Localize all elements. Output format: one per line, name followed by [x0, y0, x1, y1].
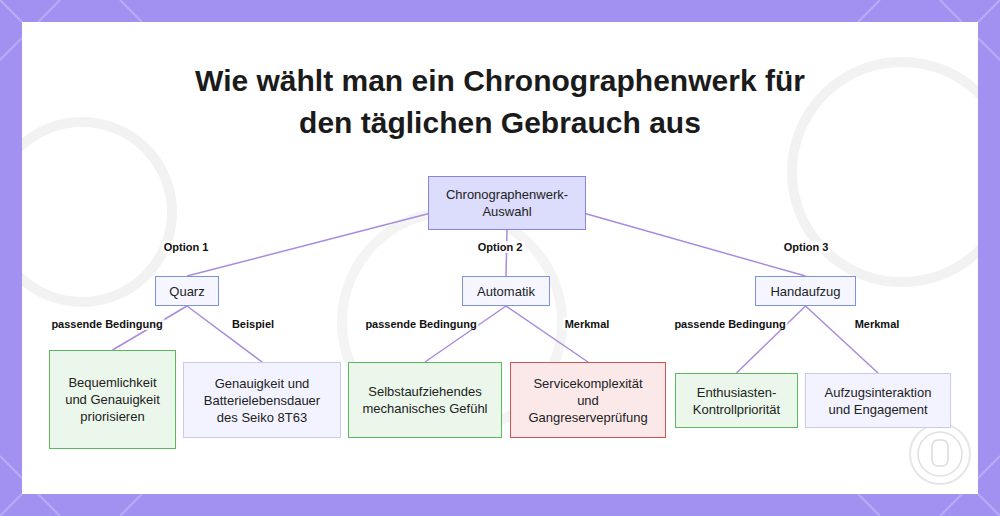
connector-line	[806, 306, 879, 373]
connector-line	[187, 214, 428, 276]
option-box: Quarz	[155, 276, 219, 306]
node-text: Quarz	[169, 283, 204, 300]
text-stack: Genauigkeit und Batterielebensdauer des …	[192, 375, 332, 426]
detail-box: Aufzugsinteraktion und Engagement	[805, 373, 951, 428]
connector-line	[506, 230, 507, 276]
connector-line	[737, 306, 806, 373]
edge-label: Option 1	[162, 241, 211, 253]
option-box: Handaufzug	[755, 276, 856, 306]
text-stack: Aufzugsinteraktion und Engagement	[816, 384, 940, 418]
text-stack: Automatik	[477, 283, 535, 300]
detail-box: Selbstaufziehendes mechanisches Gefühl	[348, 362, 502, 438]
edge-label: Beispiel	[230, 318, 276, 330]
node-text: Automatik	[477, 283, 535, 300]
detail-box: Bequemlichkeit und Genauigkeit priorisie…	[49, 350, 176, 449]
edge-label: Option 3	[782, 241, 831, 253]
text-stack: Quarz	[169, 283, 204, 300]
connector-line	[586, 214, 806, 276]
connector-line	[187, 306, 262, 362]
detail-box: Enthusiasten-Kontrollpriorität	[675, 373, 798, 428]
connector-line	[425, 306, 506, 362]
option-box: Automatik	[462, 276, 550, 306]
node-text: Aufzugsinteraktion und Engagement	[816, 384, 940, 418]
edge-label: Merkmal	[563, 318, 612, 330]
detail-box: Genauigkeit und Batterielebensdauer des …	[183, 362, 341, 438]
connector-line	[506, 306, 588, 362]
edge-label: passende Bedingung	[49, 318, 164, 330]
diagram-title: Wie wählt man ein Chronographenwerk für …	[180, 60, 820, 144]
text-stack: Handaufzug	[770, 283, 840, 300]
text-stack: Chronographenwerk-Auswahl	[435, 186, 579, 220]
node-text: Bequemlichkeit und Genauigkeit priorisie…	[62, 374, 163, 425]
text-stack: Servicekomplexität und Gangreserveprüfun…	[521, 375, 655, 426]
edge-label: Option 2	[476, 241, 525, 253]
detail-box: Servicekomplexität und Gangreserveprüfun…	[510, 362, 666, 438]
edge-label: passende Bedingung	[672, 318, 787, 330]
root-box: Chronographenwerk-Auswahl	[428, 176, 586, 230]
node-text: Handaufzug	[770, 283, 840, 300]
edge-label: Merkmal	[853, 318, 902, 330]
text-stack: Selbstaufziehendes mechanisches Gefühl	[361, 383, 489, 417]
edge-label: passende Bedingung	[363, 318, 478, 330]
node-text: Servicekomplexität und Gangreserveprüfun…	[521, 375, 655, 426]
node-text: Selbstaufziehendes mechanisches Gefühl	[361, 383, 489, 417]
node-text: Chronographenwerk-Auswahl	[435, 186, 579, 220]
text-stack: Bequemlichkeit und Genauigkeit priorisie…	[62, 374, 163, 425]
text-stack: Enthusiasten-Kontrollpriorität	[686, 384, 787, 418]
node-text: Enthusiasten-Kontrollpriorität	[686, 384, 787, 418]
node-text: Genauigkeit und Batterielebensdauer des …	[192, 375, 332, 426]
